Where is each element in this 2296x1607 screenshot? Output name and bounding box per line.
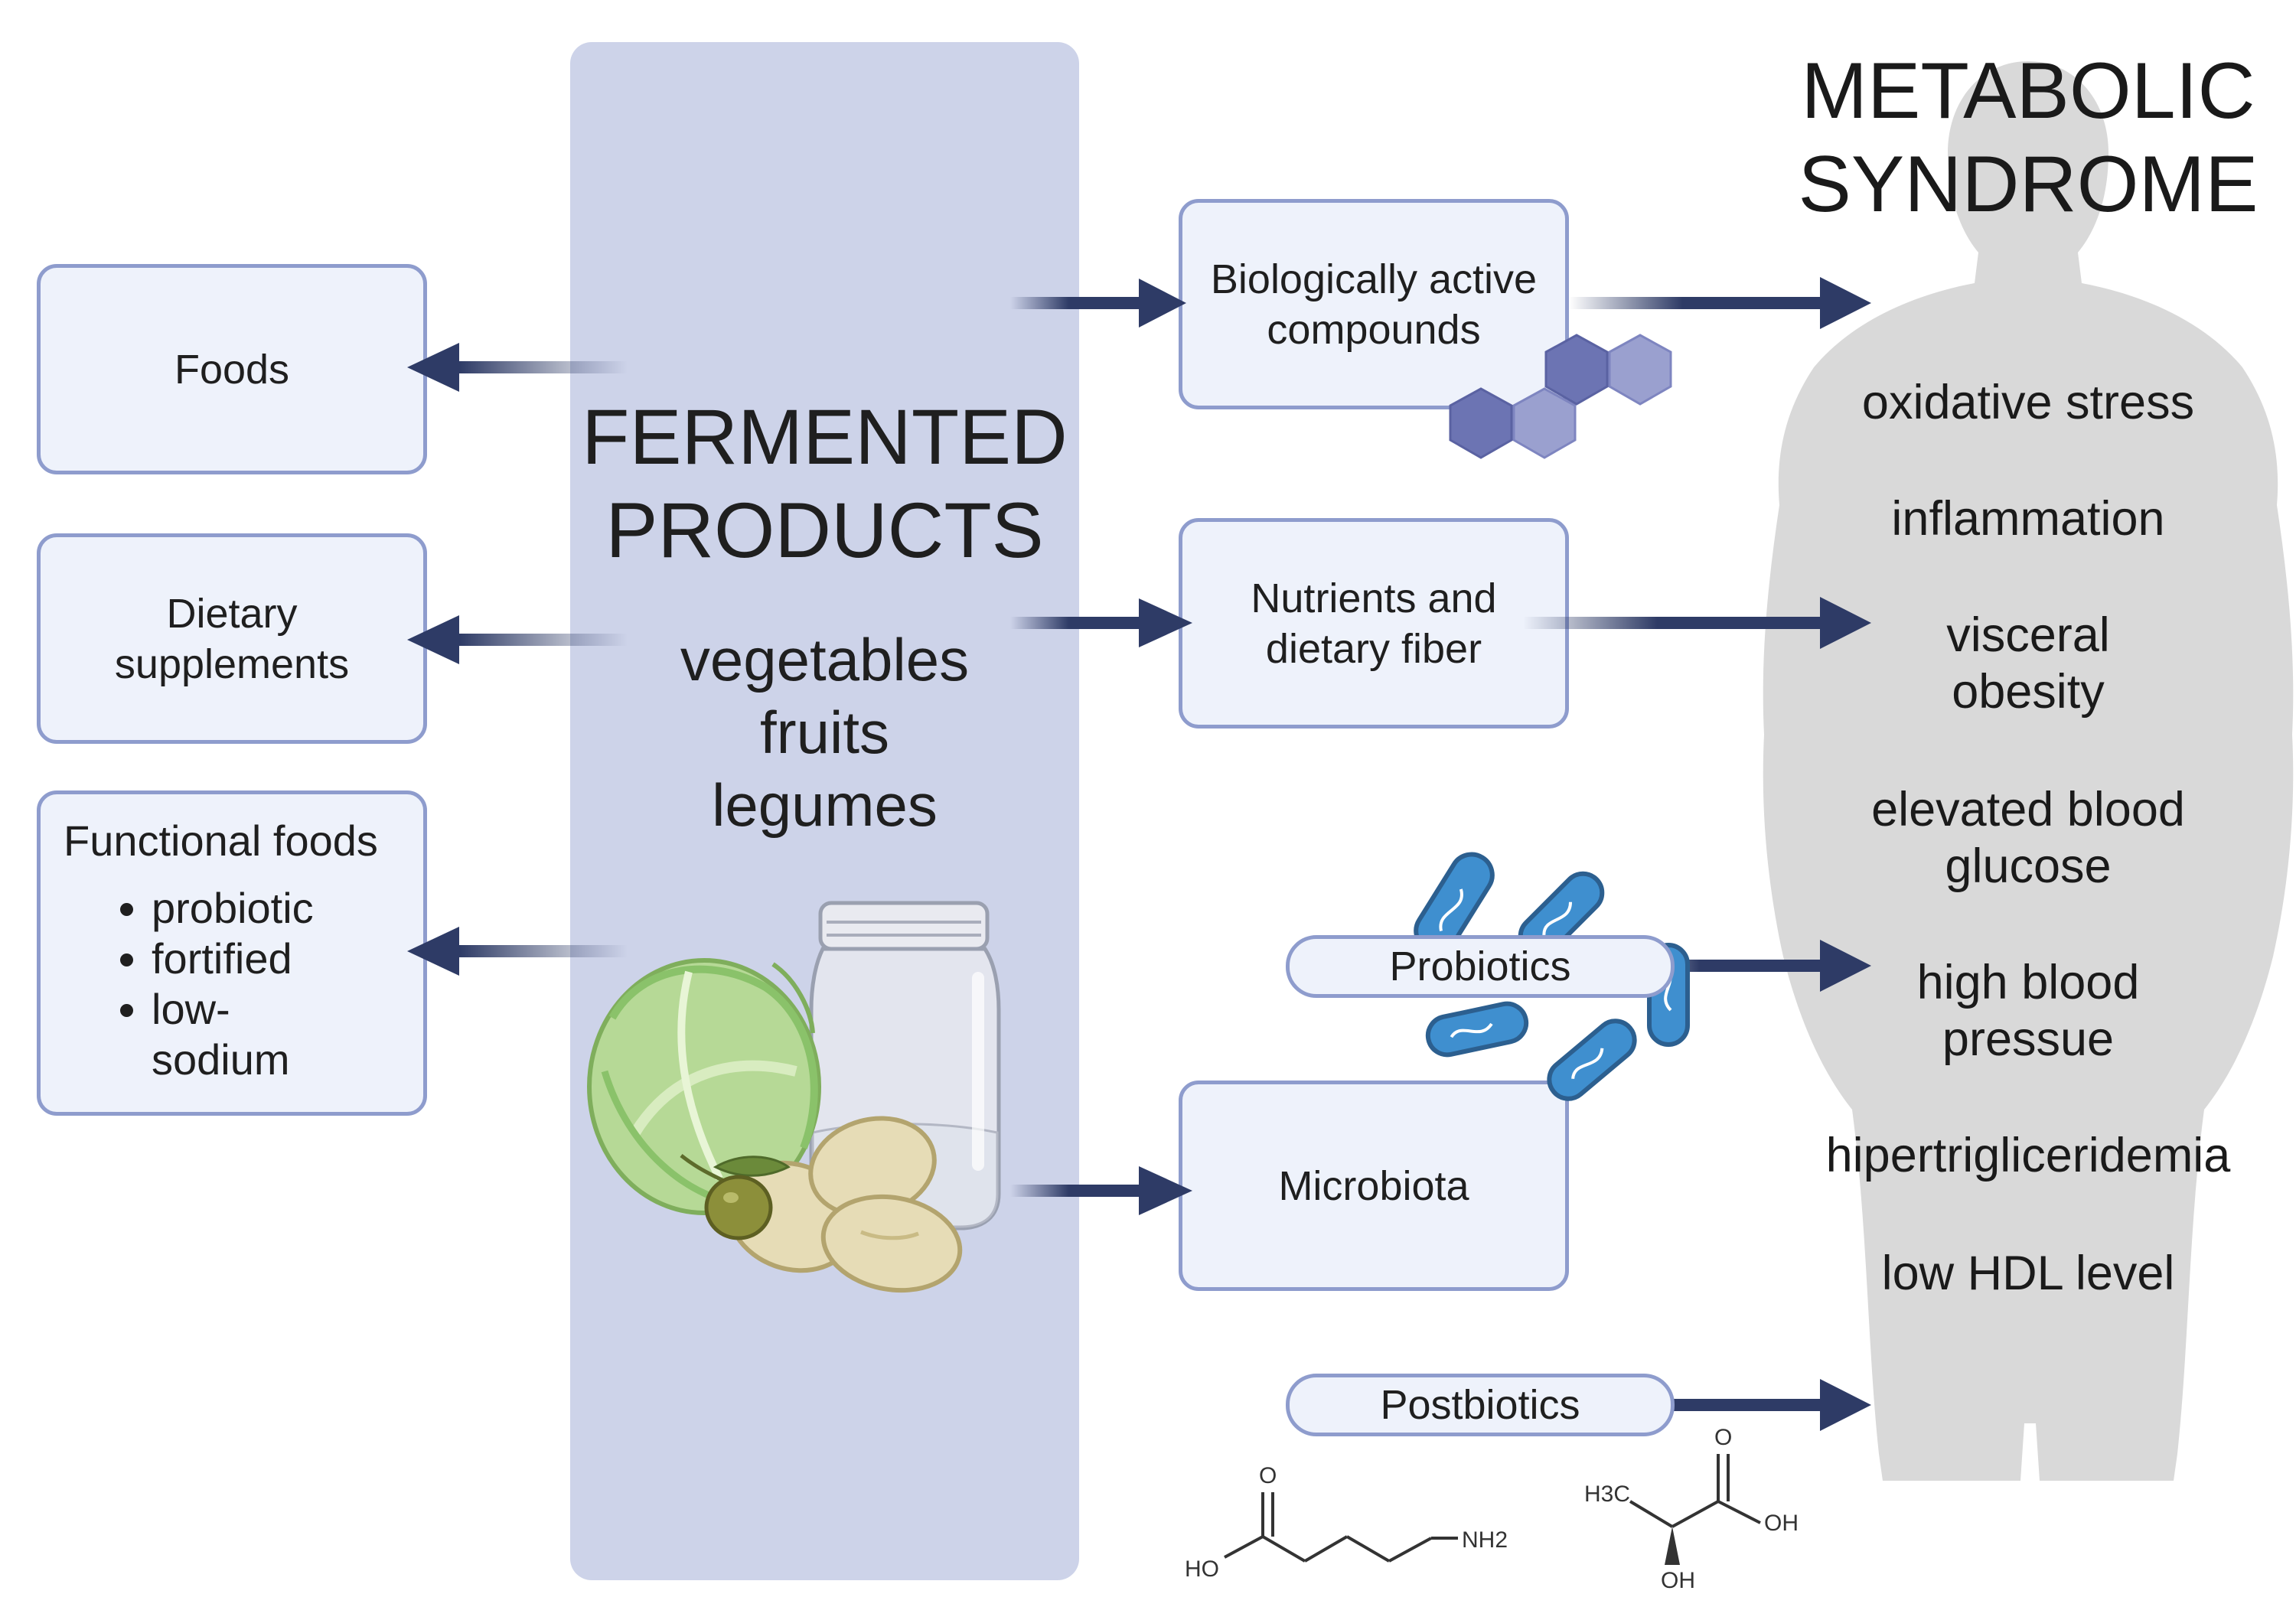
olive-icon <box>680 1154 791 1240</box>
ms-low-hdl: low HDL level <box>1881 1247 2175 1300</box>
arrow-to-functional-foods <box>407 927 628 976</box>
supplements-line-1: Dietary <box>166 590 298 637</box>
ms-title-line-2: SYNDROME <box>1798 140 2258 229</box>
ms-hipertrigliceridemia: hipertrigliceridemia <box>1825 1129 2231 1182</box>
item-fruits: fruits <box>759 699 890 766</box>
functional-foods-title: Functional foods <box>64 817 378 865</box>
microbiota-label: Microbiota <box>1278 1162 1469 1209</box>
nutrients-line-2: dietary fiber <box>1265 625 1482 672</box>
nutrients-line-1: Nutrients and <box>1251 575 1497 621</box>
wedge-bond <box>1665 1527 1680 1565</box>
lactic-acid-structure <box>1629 1454 1761 1528</box>
functional-foods-list: probiotic fortified low- sodium <box>41 883 423 1085</box>
probiotics-label: Probiotics <box>1389 944 1571 989</box>
microbiota-box: Microbiota <box>1179 1081 1569 1291</box>
dietary-supplements-box: Dietary supplements <box>37 533 427 744</box>
ms-title-line-1: METABOLIC <box>1801 47 2255 135</box>
arrow-bioactive-to-ms <box>1569 277 1871 329</box>
arrow-to-microbiota <box>1010 1166 1192 1215</box>
foods-box: Foods <box>37 264 427 474</box>
functional-item-low: low- <box>152 984 423 1035</box>
bioactive-line-2: compounds <box>1267 306 1481 353</box>
arrow-to-nutrients <box>1010 598 1192 647</box>
lactic-oh-bottom: OH <box>1661 1568 1695 1593</box>
arrow-to-foods <box>407 343 628 392</box>
ms-pressue: pressue <box>1942 1012 2115 1066</box>
bioactive-line-1: Biologically active <box>1210 256 1538 302</box>
arrow-postbiotics-to-ms <box>1672 1379 1871 1431</box>
arrow-nutrients-to-ms <box>1523 597 1871 649</box>
ms-high-blood: high blood <box>1916 956 2140 1009</box>
probiotics-pill: Probiotics <box>1286 935 1675 998</box>
ms-elevated-blood: elevated blood <box>1871 783 2185 836</box>
gaba-structure <box>1224 1492 1458 1563</box>
arrow-to-bioactive <box>1010 279 1186 328</box>
title-line-2: PRODUCTS <box>605 487 1044 574</box>
functional-item-fortified: fortified <box>152 934 423 984</box>
ms-obesity: obesity <box>1952 665 2105 719</box>
title-line-1: FERMENTED <box>582 393 1068 481</box>
cabbage-icon <box>587 958 821 1215</box>
ms-oxidative-stress: oxidative stress <box>1861 376 2195 429</box>
ms-visceral: visceral <box>1946 608 2110 662</box>
item-vegetables: vegetables <box>680 626 970 693</box>
fermented-products-column <box>570 42 1079 1580</box>
lactic-oh-right: OH <box>1764 1511 1799 1536</box>
supplements-line-2: supplements <box>114 641 350 687</box>
arrow-to-supplements <box>407 615 628 664</box>
bioactive-compounds-box: Biologically active compounds <box>1179 199 1569 409</box>
ms-glucose: glucose <box>1945 839 2112 893</box>
lactic-h3c: H3C <box>1584 1482 1630 1507</box>
lactic-o: O <box>1714 1425 1732 1450</box>
functional-item-sodium: sodium <box>152 1035 290 1084</box>
item-legumes: legumes <box>712 771 938 839</box>
gaba-nh2: NH2 <box>1462 1527 1508 1553</box>
postbiotics-pill: Postbiotics <box>1286 1374 1675 1436</box>
functional-foods-box: Functional foods probiotic fortified low… <box>37 790 427 1116</box>
gaba-o: O <box>1259 1463 1277 1488</box>
ms-inflammation: inflammation <box>1891 492 2165 546</box>
hexagon-molecule-icon <box>1449 334 1672 459</box>
metabolic-syndrome-title: METABOLIC SYNDROME <box>1783 44 2273 231</box>
fermented-products-title: FERMENTED PRODUCTS <box>570 390 1079 577</box>
fermented-products-list: vegetables fruits legumes <box>570 624 1079 842</box>
gaba-ho: HO <box>1185 1556 1219 1582</box>
postbiotics-label: Postbiotics <box>1380 1382 1580 1428</box>
functional-item-probiotic: probiotic <box>152 883 423 934</box>
foods-label: Foods <box>174 346 290 393</box>
